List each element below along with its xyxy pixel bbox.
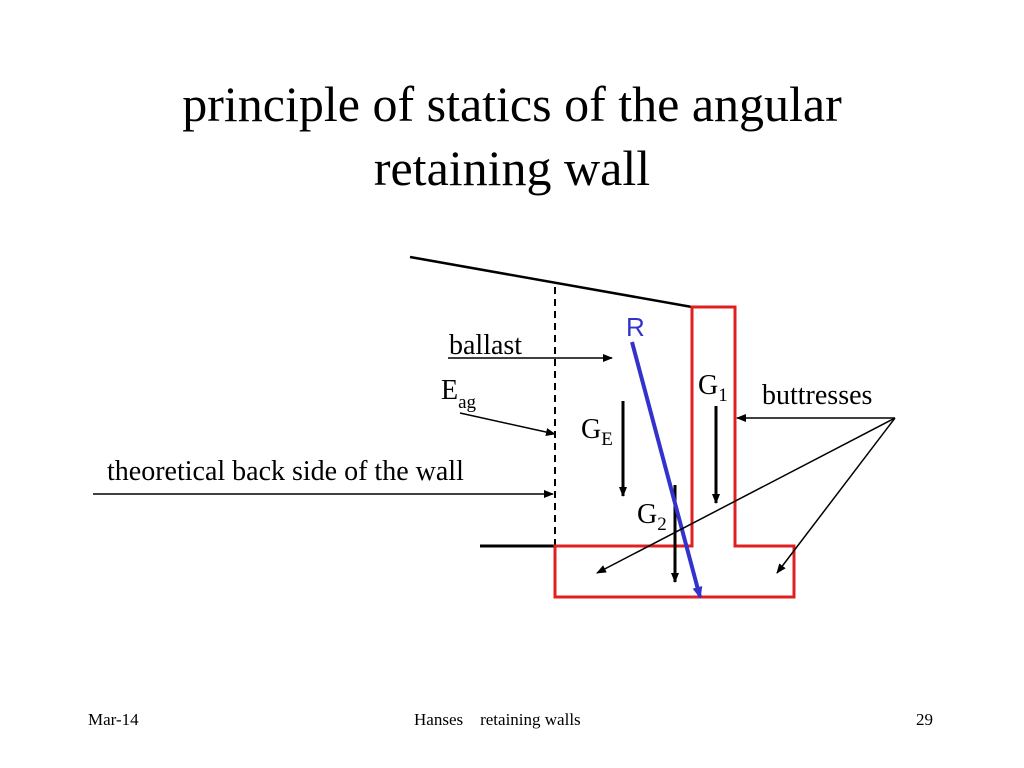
theoretical-back-label: theoretical back side of the wall <box>107 456 464 487</box>
g2-subscript: 2 <box>657 514 667 535</box>
backfill-surface-line <box>409 255 693 309</box>
ge-subscript: E <box>601 429 613 450</box>
footer-page-number: 29 <box>916 710 933 729</box>
eag-arrow <box>459 412 556 436</box>
g1-label: G1 <box>698 370 728 406</box>
buttresses-arrow-to-heel <box>596 417 896 574</box>
slide-title: principle of statics of the angular reta… <box>40 72 984 200</box>
resultant-r-arrow <box>630 341 703 599</box>
angular-wall-outline <box>553 305 796 599</box>
ballast-label: ballast <box>449 330 523 361</box>
title-line-2: retaining wall <box>373 140 651 196</box>
title-line-1: principle of statics of the angular <box>182 76 842 132</box>
buttresses-label: buttresses <box>762 380 873 411</box>
eag-main: E <box>441 375 459 406</box>
g1-main: G <box>698 370 719 401</box>
buttresses-arrow-to-toe <box>776 417 896 574</box>
g2-label: G2 <box>637 499 667 535</box>
g2-main: G <box>637 499 658 530</box>
ge-label: GE <box>581 414 613 450</box>
footer-date: Mar-14 <box>88 710 139 729</box>
ge-main: G <box>581 414 602 445</box>
g1-subscript: 1 <box>718 385 728 406</box>
footer-center: Hanses retaining walls <box>414 710 581 729</box>
eag-subscript: ag <box>458 392 477 413</box>
resultant-r-label: R <box>626 312 645 342</box>
eag-label: Eag <box>441 375 476 413</box>
